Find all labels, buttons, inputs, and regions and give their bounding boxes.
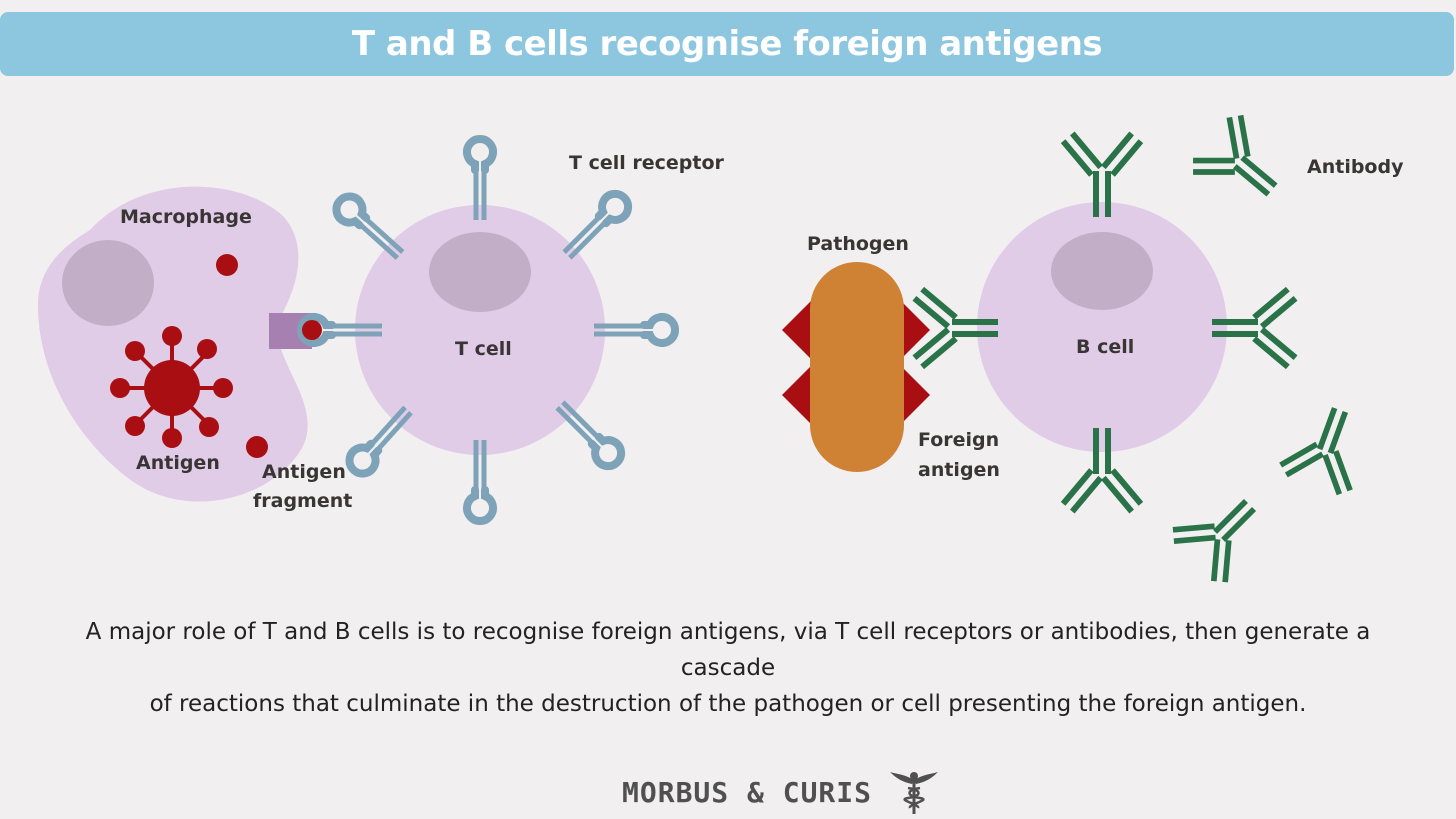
label-t-cell-receptor: T cell receptor bbox=[569, 152, 725, 174]
label-antigen: Antigen bbox=[136, 452, 220, 474]
antigen-fragment bbox=[246, 436, 268, 458]
caption-line-2: of reactions that culminate in the destr… bbox=[149, 691, 1307, 717]
caption: A major role of T and B cells is to reco… bbox=[60, 614, 1396, 722]
antigen-particle bbox=[110, 326, 233, 448]
caption-line-1: A major role of T and B cells is to reco… bbox=[85, 619, 1371, 681]
label-foreign-antigen-2: antigen bbox=[918, 459, 1000, 481]
brand-footer: MORBUS & CURIS bbox=[622, 770, 940, 814]
title-banner: T and B cells recognise foreign antigens bbox=[0, 12, 1454, 76]
t-cell bbox=[355, 205, 605, 455]
label-foreign-antigen-1: Foreign bbox=[918, 429, 999, 451]
presented-antigen-fragment bbox=[302, 320, 322, 340]
caduceus-icon bbox=[890, 772, 939, 814]
b-cell bbox=[977, 202, 1227, 452]
label-macrophage: Macrophage bbox=[120, 206, 252, 228]
label-b-cell: B cell bbox=[1076, 336, 1134, 358]
pathogen bbox=[810, 262, 904, 472]
label-t-cell: T cell bbox=[455, 338, 512, 360]
antigen-fragment bbox=[216, 254, 238, 276]
page-title: T and B cells recognise foreign antigens bbox=[351, 24, 1103, 64]
immune-diagram: Macrophage Antigen Antigen fragment T ce… bbox=[38, 107, 1404, 591]
label-antigen-fragment-1: Antigen bbox=[262, 461, 346, 483]
brand-name: MORBUS & CURIS bbox=[622, 775, 873, 809]
label-antibody: Antibody bbox=[1307, 156, 1404, 178]
label-antigen-fragment-2: fragment bbox=[253, 490, 352, 512]
label-pathogen: Pathogen bbox=[807, 233, 909, 255]
